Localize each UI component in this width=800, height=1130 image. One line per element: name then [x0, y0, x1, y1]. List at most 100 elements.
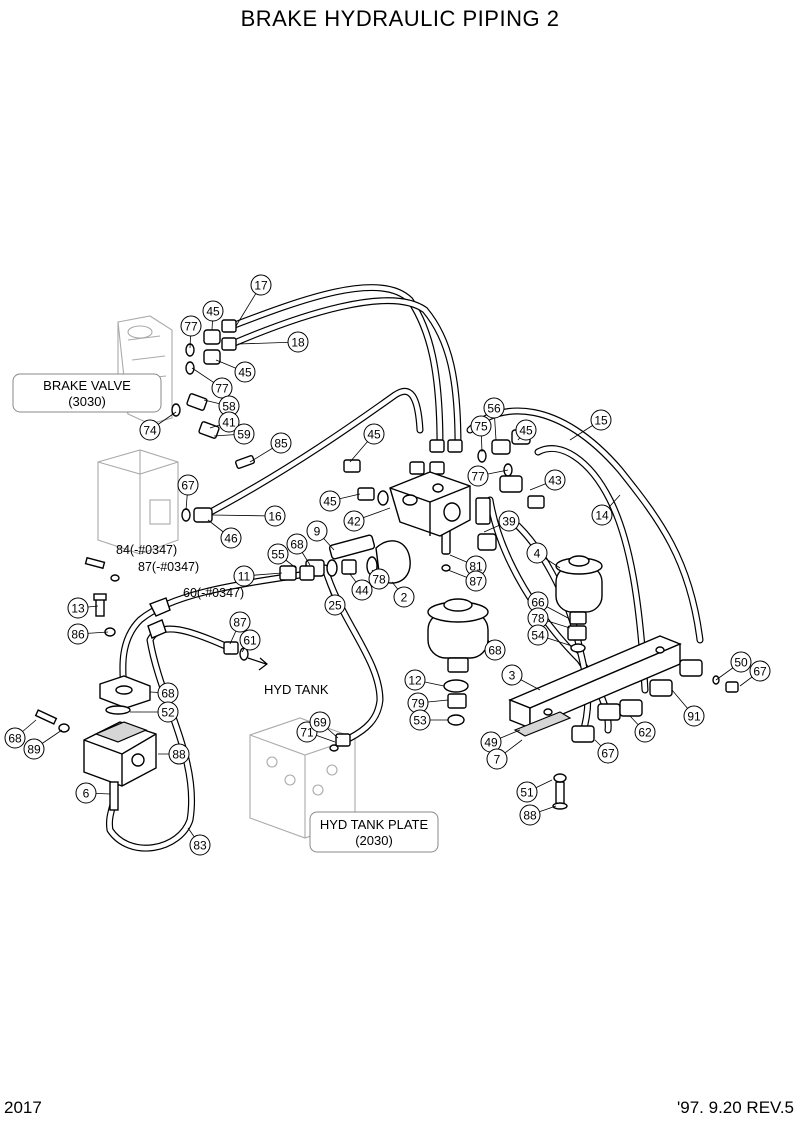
part-number: 45: [519, 424, 533, 438]
part-bubble: 12: [404, 669, 426, 691]
part-bubble: 53: [409, 709, 431, 731]
part-bubble: 66: [527, 591, 549, 613]
part-number: 58: [222, 400, 236, 414]
part-bubble-circle: [264, 505, 286, 527]
part-bubble-circle: [465, 570, 487, 592]
part-bubble: 58: [218, 395, 240, 417]
fittings: [171, 319, 545, 572]
part-bubble-circle: [404, 669, 426, 691]
part-bubble-circle: [229, 611, 251, 633]
part-number: 54: [531, 629, 545, 643]
part-bubble-circle: [267, 543, 289, 565]
part-bubble-circle: [749, 660, 771, 682]
part-number: 42: [347, 515, 361, 529]
callout-84: 84(-#0347): [116, 543, 177, 557]
part-bubble: 78: [368, 568, 390, 590]
part-bubble-circle: [220, 527, 242, 549]
part-bubble: 91: [683, 705, 705, 727]
part-bubble-circle: [484, 639, 506, 661]
part-bubble: 69: [309, 711, 331, 733]
part-bubble-circle: [515, 419, 537, 441]
part-bubble: 39: [498, 510, 520, 532]
part-bubble-circle: [634, 721, 656, 743]
hyd-tank-arrow-icon: [247, 657, 268, 671]
part-bubble: 16: [264, 505, 286, 527]
part-bubble-circle: [319, 490, 341, 512]
part-bubble-circle: [233, 423, 255, 445]
part-number: 77: [471, 470, 485, 484]
part-bubble: 6: [75, 782, 97, 804]
leader-line: [211, 514, 276, 517]
part-bubble-circle: [730, 651, 752, 673]
part-bubble-circle: [498, 510, 520, 532]
part-bubble-circle: [67, 623, 89, 645]
part-number: 87: [233, 616, 247, 630]
hyd-tank-plate-code: (2030): [355, 833, 393, 848]
part-number: 74: [143, 424, 157, 438]
part-number: 46: [224, 532, 238, 546]
part-bubble-circle: [590, 409, 612, 431]
part-number: 50: [734, 656, 748, 670]
part-number: 43: [548, 474, 562, 488]
part-bubble: 89: [23, 738, 45, 760]
part-number: 68: [290, 538, 304, 552]
part-bubble-circle: [486, 748, 508, 770]
part-number: 83: [193, 839, 207, 853]
part-number: 7: [494, 753, 501, 767]
part-number: 16: [268, 510, 282, 524]
part-bubble: 25: [324, 594, 346, 616]
part-number: 15: [594, 414, 608, 428]
part-number: 77: [184, 320, 198, 334]
part-number: 41: [222, 416, 236, 430]
accumulator-small: [555, 555, 603, 653]
part-bubble: 87: [465, 570, 487, 592]
part-bubble-circle: [202, 300, 224, 322]
part-bubble-circle: [683, 705, 705, 727]
hyd-tank-plate-reference: HYD TANK PLATE (2030): [309, 811, 439, 853]
part-bubble-circle: [483, 397, 505, 419]
part-number: 4: [534, 547, 541, 561]
part-bubble-circle: [324, 594, 346, 616]
brake-valve-outline: [97, 315, 179, 555]
part-bubble-circle: [501, 664, 523, 686]
part-number: 25: [328, 599, 342, 613]
part-number: 51: [520, 786, 534, 800]
part-bubble: 87: [229, 611, 251, 633]
part-number: 66: [531, 596, 545, 610]
manifold-bar: [508, 635, 739, 810]
part-bubble-circle: [309, 711, 331, 733]
part-bubble-circle: [211, 377, 233, 399]
part-number: 86: [71, 628, 85, 642]
part-number: 87: [469, 575, 483, 589]
part-bubble-circle: [168, 743, 190, 765]
part-bubble-circle: [189, 834, 211, 856]
hyd-tank-label: HYD TANK: [264, 682, 329, 697]
part-number: 39: [502, 515, 516, 529]
part-number: 13: [71, 602, 85, 616]
part-number: 88: [523, 809, 537, 823]
part-bubble-circle: [467, 465, 489, 487]
part-bubble: 45: [363, 423, 385, 445]
part-number: 45: [323, 495, 337, 509]
part-bubble-circle: [157, 701, 179, 723]
part-number: 14: [595, 509, 609, 523]
hydraulic-pump: [34, 556, 351, 811]
part-number: 79: [411, 697, 425, 711]
page-number: 2017: [4, 1098, 42, 1117]
part-bubble: 75: [470, 415, 492, 437]
part-bubble: 51: [516, 781, 538, 803]
accumulator-large: [427, 598, 489, 726]
part-bubble-circle: [306, 520, 328, 542]
part-number: 56: [487, 402, 501, 416]
part-bubble: 46: [220, 527, 242, 549]
part-bubble: 56: [483, 397, 505, 419]
part-number: 45: [367, 428, 381, 442]
part-bubble-circle: [4, 727, 26, 749]
part-bubble-circle: [526, 542, 548, 564]
part-number: 69: [313, 716, 327, 730]
part-bubble: 77: [211, 377, 233, 399]
part-number: 55: [271, 548, 285, 562]
part-bubble: 67: [597, 742, 619, 764]
